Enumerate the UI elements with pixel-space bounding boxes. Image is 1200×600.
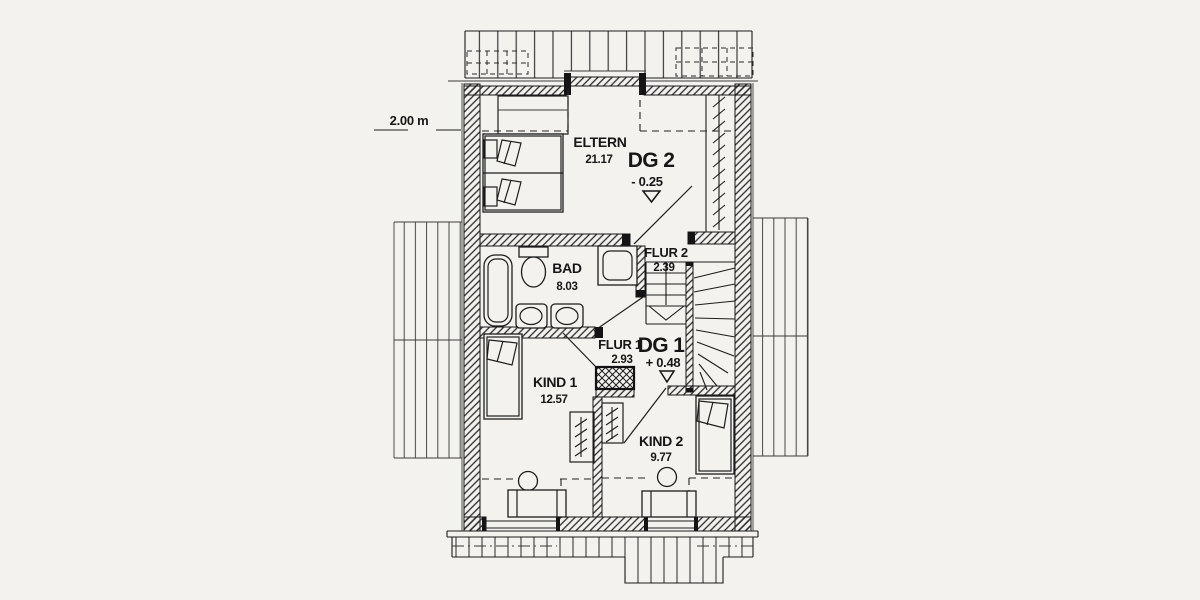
furniture-kind1 <box>483 333 595 518</box>
level-label-dg1: DG 1 <box>638 334 686 357</box>
pillow-2 <box>496 178 522 206</box>
pillow-1 <box>496 139 522 167</box>
dormer-post-right <box>639 73 646 95</box>
desk-kind1 <box>507 489 567 518</box>
stair-stringer-wall <box>685 261 694 393</box>
wall-left <box>463 83 481 532</box>
wall-below-chimney <box>595 388 635 398</box>
wall-bottom-b <box>557 516 647 532</box>
stair-direction-arrow <box>648 262 685 321</box>
roof-window-dashed-right <box>675 47 754 77</box>
furniture-kind2 <box>601 395 735 518</box>
bed-kind1 <box>483 333 523 420</box>
chimney <box>594 365 636 391</box>
wardrobe-nook <box>601 402 624 444</box>
level-marker-dg2-icon <box>641 190 662 204</box>
wall-eltern-bad <box>479 233 631 247</box>
bathroom-fixtures <box>483 245 638 329</box>
nightstand-2 <box>483 186 498 207</box>
door-bad <box>593 294 647 332</box>
sink-2 <box>550 303 584 329</box>
wall-kind1-kind2 <box>592 396 603 518</box>
room-area-kind2: 9.77 <box>650 452 671 464</box>
nightstand-1 <box>483 139 498 159</box>
door-kind1 <box>562 332 597 368</box>
room-label-eltern: ELTERN <box>573 134 626 150</box>
left-roof-hatching <box>393 221 462 459</box>
exterior-walls <box>448 70 758 532</box>
pillow-kind2 <box>696 400 729 429</box>
wall-dormer-front <box>569 76 641 87</box>
chair-kind2 <box>656 466 678 488</box>
door-eltern <box>633 185 693 245</box>
room-label-kind1: KIND 1 <box>533 374 578 390</box>
window-kind2 <box>644 517 698 531</box>
closet-eltern-rail <box>705 95 726 232</box>
wall-stairs-kind2 <box>667 385 736 396</box>
roof-window-dashed-left <box>466 50 529 75</box>
double-bed <box>482 133 564 213</box>
room-label-bad: BAD <box>552 260 582 276</box>
scale-annotation: 2.00 m <box>374 113 461 131</box>
room-area-flur1: 2.93 <box>611 354 632 366</box>
level-label-dg2: DG 2 <box>628 149 675 172</box>
bed-kind2 <box>695 395 735 475</box>
right-roof-hatching <box>753 217 809 457</box>
room-area-bad: 8.03 <box>556 281 577 293</box>
wardrobe-kind1 <box>569 411 595 463</box>
pillow-kind1 <box>486 339 518 366</box>
room-label-kind2: KIND 2 <box>639 433 684 449</box>
furniture-eltern <box>482 95 726 232</box>
chair-kind1 <box>517 470 539 492</box>
wall-right <box>734 83 752 532</box>
window-kind1 <box>482 517 560 531</box>
room-area-flur2: 2.39 <box>653 262 674 274</box>
desk-kind2 <box>641 490 697 518</box>
sink-1 <box>515 303 548 329</box>
top-roof-band <box>464 30 754 79</box>
wall-top-right <box>643 85 752 96</box>
wall-eltern-flur2 <box>687 231 736 245</box>
wall-bottom-c <box>695 516 752 532</box>
toilet <box>518 246 549 288</box>
height-line-label: 2.00 m <box>390 113 429 128</box>
labels: ELTERN 21.17 DG 2 - 0.25 FLUR 2 2.39 BAD… <box>533 134 688 464</box>
door-kind2 <box>623 387 667 444</box>
stairs <box>645 261 736 393</box>
room-area-kind1: 12.57 <box>540 394 567 406</box>
level-marker-dg1-icon <box>658 370 676 384</box>
bathtub <box>483 254 513 327</box>
room-area-eltern: 21.17 <box>585 154 612 166</box>
door-swings <box>562 185 693 444</box>
level-value-dg1: + 0.48 <box>646 355 681 370</box>
shower <box>597 245 638 286</box>
room-label-flur1: FLUR 1 <box>598 337 642 352</box>
room-label-flur2: FLUR 2 <box>644 245 688 260</box>
wall-top-left <box>463 85 567 96</box>
stair-winder-treads <box>693 267 736 391</box>
dormer-post-left <box>564 73 571 95</box>
interior-walls <box>479 231 736 518</box>
level-value-dg2: - 0.25 <box>631 174 663 189</box>
